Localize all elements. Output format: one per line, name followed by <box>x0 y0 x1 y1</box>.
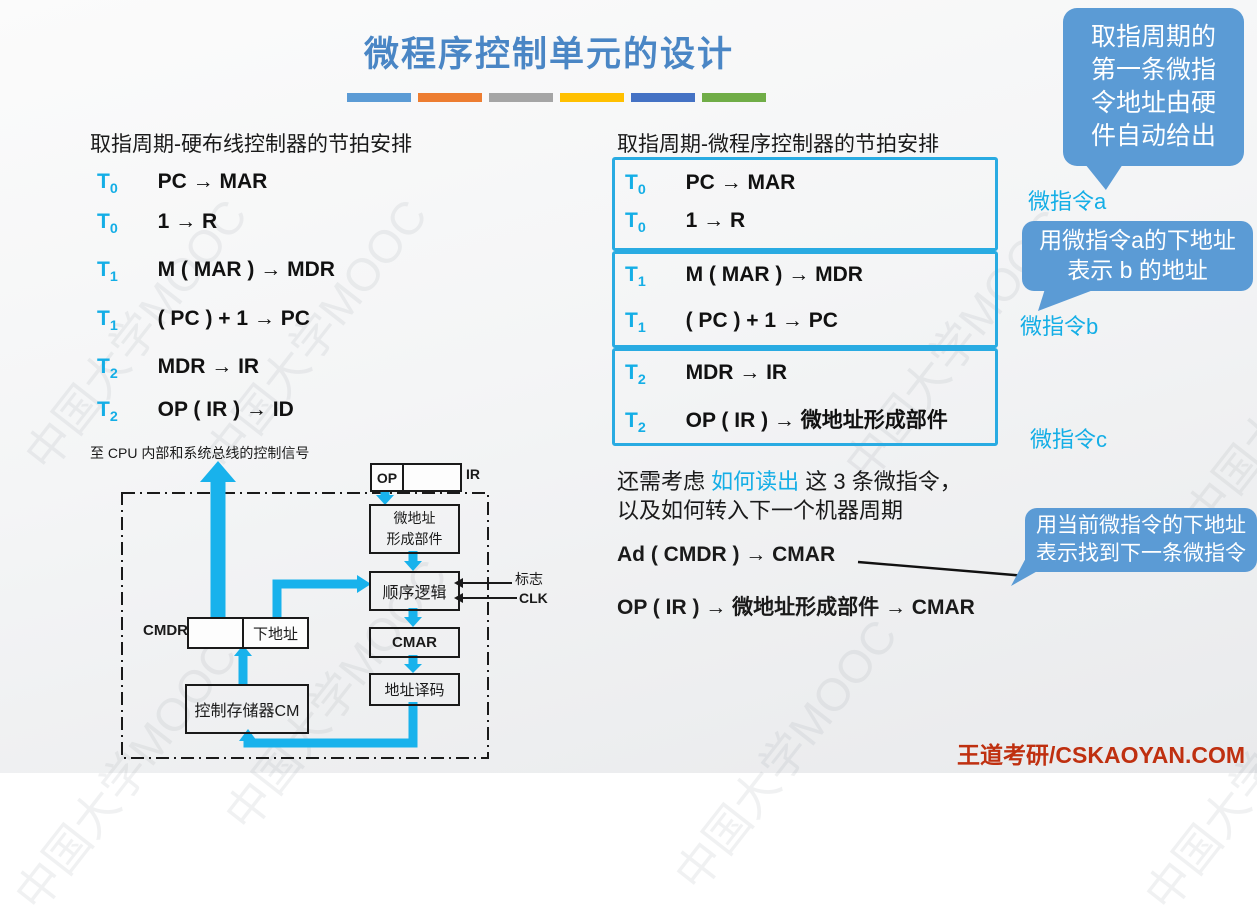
accent-bar <box>489 93 553 102</box>
timing-row: T2 OP ( IR ) → ID <box>97 398 294 426</box>
cmar-box: CMAR <box>369 627 460 658</box>
ir-address-field <box>404 465 460 490</box>
ir-register: OP <box>370 463 462 492</box>
bubble-tail <box>1038 289 1096 311</box>
cmdr-control-field <box>189 619 244 647</box>
input-arrows <box>454 578 517 603</box>
microinstruction-c-label: 微指令c <box>1030 427 1108 452</box>
timing-row: T1 M ( MAR ) → MDR <box>625 263 863 291</box>
control-memory-box: 控制存储器CM <box>185 684 309 734</box>
note-line-4: OP ( IR ) → 微地址形成部件 → CMAR <box>617 596 975 619</box>
callout-text: 取指周期的第一条微指令地址由硬件自动给出 <box>1090 23 1216 150</box>
note-text: 还需考虑 <box>617 469 712 494</box>
callout-bubble-b: 用微指令a的下地址表示 b 的地址 <box>1022 221 1253 311</box>
note-line-1: 还需考虑 如何读出 这 3 条微指令， <box>617 464 962 496</box>
cmdr-register: 下地址 <box>187 617 309 649</box>
accent-bar <box>418 93 482 102</box>
timing-row: T0 1 → R <box>625 209 746 237</box>
brand-footer: 王道考研/CSKAOYAN.COM <box>957 742 1245 768</box>
accent-bars <box>347 93 766 102</box>
micro-address-formation-unit: 微地址形成部件 <box>369 504 460 554</box>
note-text: 这 3 条微指令， <box>799 469 962 494</box>
callout-text: 用微指令a的下地址表示 b 的地址 <box>1039 227 1236 283</box>
microinstruction-box-c: T2 MDR → IR T2 OP ( IR ) → 微地址形成部件 <box>612 348 998 446</box>
microinstruction-box-a: T0 PC → MAR T0 1 → R <box>612 157 998 251</box>
control-signal-label: 至 CPU 内部和系统总线的控制信号 <box>90 445 310 461</box>
clk-label: CLK <box>519 590 548 606</box>
nextaddr-to-seqlogic-arrow <box>272 579 357 617</box>
timing-row: T1 ( PC ) + 1 → PC <box>625 309 838 337</box>
callout-connector-line <box>857 560 1027 578</box>
accent-bar <box>702 93 766 102</box>
timing-row: T0 1 → R <box>97 210 218 238</box>
note-line-3: Ad ( CMDR ) → CMAR <box>617 543 836 566</box>
timing-row: T1 ( PC ) + 1 → PC <box>97 307 310 335</box>
page-title: 微程序控制单元的设计 <box>363 35 734 74</box>
callout-bubble-c: 用当前微指令的下地址表示找到下一条微指令 <box>1011 508 1257 586</box>
timing-row: T1 M ( MAR ) → MDR <box>97 258 335 286</box>
arrowhead-up <box>200 461 236 482</box>
note-line-2: 以及如何转入下一个机器周期 <box>617 498 904 523</box>
cmdr-label: CMDR <box>143 622 188 639</box>
timing-row: T2 OP ( IR ) → 微地址形成部件 <box>625 409 948 437</box>
cmdr-next-address-field: 下地址 <box>252 625 298 643</box>
arrowhead-down <box>404 561 422 571</box>
ir-op-field: OP <box>372 465 404 490</box>
address-decoder-box: 地址译码 <box>369 673 460 706</box>
callout-text: 用当前微指令的下地址表示找到下一条微指令 <box>1036 513 1246 565</box>
left-panel-heading: 取指周期-硬布线控制器的节拍安排 <box>90 133 412 156</box>
arrowhead-down <box>404 664 422 673</box>
timing-row: T2 MDR → IR <box>625 361 788 389</box>
flag-label: 标志 <box>515 571 543 587</box>
ir-label: IR <box>466 466 480 482</box>
accent-bar <box>347 93 411 102</box>
microinstruction-b-label: 微指令b <box>1020 314 1099 339</box>
accent-bar <box>560 93 624 102</box>
arrowhead-down <box>404 617 422 627</box>
watermark: 中国大学MOOC <box>664 609 908 900</box>
timing-row: T2 MDR → IR <box>97 355 260 383</box>
timing-row: T0 PC → MAR <box>625 171 796 199</box>
timing-row: T0 PC → MAR <box>97 170 268 198</box>
microinstruction-box-b: T1 M ( MAR ) → MDR T1 ( PC ) + 1 → PC <box>612 251 998 348</box>
sequential-logic-box: 顺序逻辑 <box>369 571 460 611</box>
microinstruction-a-label: 微指令a <box>1028 189 1107 214</box>
accent-bar <box>631 93 695 102</box>
callout-bubble-a: 取指周期的第一条微指令地址由硬件自动给出 <box>1063 8 1244 190</box>
right-panel-heading: 取指周期-微程序控制器的节拍安排 <box>617 133 939 156</box>
note-highlight: 如何读出 <box>711 469 800 494</box>
